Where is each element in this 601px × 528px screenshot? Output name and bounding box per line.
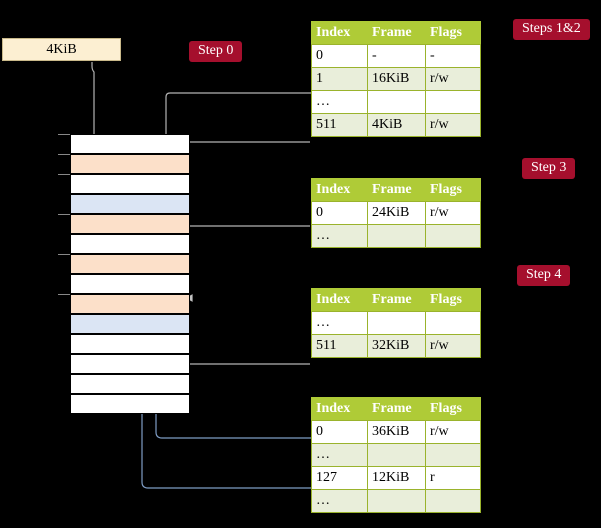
cell-frame: 24KiB [367, 201, 426, 225]
cell-index: 0 [311, 44, 368, 68]
cell-flags [425, 489, 481, 513]
cell-flags [425, 224, 481, 248]
table-header-row: Index Frame Flags [311, 397, 481, 421]
memory-frame [70, 234, 190, 254]
address-tick [58, 294, 70, 295]
table-header-row: Index Frame Flags [311, 288, 481, 312]
cell-frame: 36KiB [367, 420, 426, 444]
cell-flags [425, 443, 481, 467]
cell-flags: r/w [425, 201, 481, 225]
memory-frame [70, 214, 190, 234]
cell-flags [425, 311, 481, 335]
address-tick [58, 154, 70, 155]
column-header-flags: Flags [425, 288, 481, 312]
table-row: 511 32KiB r/w [311, 334, 481, 358]
cell-index: 1 [311, 67, 368, 91]
column-header-index: Index [311, 21, 368, 45]
cell-flags: r/w [425, 67, 481, 91]
column-header-index: Index [311, 178, 368, 202]
badge-step-4-label: Step 4 [526, 267, 562, 282]
source-frame-label: 4KiB [46, 41, 77, 57]
cell-frame: 32KiB [367, 334, 426, 358]
cell-index: 0 [311, 201, 368, 225]
cell-flags [425, 90, 481, 114]
address-tick [58, 214, 70, 215]
column-header-frame: Frame [367, 288, 426, 312]
cell-frame [367, 311, 426, 335]
cell-frame [367, 224, 426, 248]
memory-frame [70, 194, 190, 214]
cell-index: … [311, 224, 368, 248]
memory-frame [70, 154, 190, 174]
source-frame-box: 4KiB [2, 38, 121, 61]
badge-steps-1-2: Steps 1&2 [513, 19, 590, 40]
table-row: … [311, 443, 481, 467]
cell-index: 511 [311, 334, 368, 358]
page-table-level-1: Index Frame Flags 0 24KiB r/w … [311, 178, 481, 248]
cell-frame: - [367, 44, 426, 68]
memory-frame [70, 274, 190, 294]
badge-step-4: Step 4 [517, 265, 571, 286]
table-row: 0 - - [311, 44, 481, 68]
cell-frame [367, 489, 426, 513]
badge-step-3: Step 3 [522, 158, 576, 179]
memory-frame [70, 334, 190, 354]
memory-frame [70, 294, 190, 314]
cell-flags: r [425, 466, 481, 490]
table-row: 1 16KiB r/w [311, 67, 481, 91]
page-table-level-0: Index Frame Flags 0 - - 1 16KiB r/w … [311, 21, 481, 137]
badge-step-0-label: Step 0 [198, 43, 234, 58]
memory-frame [70, 254, 190, 274]
memory-frame [70, 374, 190, 394]
table-row: 0 24KiB r/w [311, 201, 481, 225]
column-header-flags: Flags [425, 397, 481, 421]
badge-step-3-label: Step 3 [531, 160, 567, 175]
cell-frame: 16KiB [367, 67, 426, 91]
memory-frame [70, 314, 190, 334]
badge-steps-1-2-label: Steps 1&2 [522, 21, 581, 36]
cell-index: 127 [311, 466, 368, 490]
column-header-index: Index [311, 397, 368, 421]
table-row: 511 4KiB r/w [311, 113, 481, 137]
cell-frame [367, 90, 426, 114]
table-row: … [311, 90, 481, 114]
cell-flags: r/w [425, 420, 481, 444]
badge-step-0: Step 0 [189, 41, 243, 62]
cell-index: 0 [311, 420, 368, 444]
address-tick [58, 134, 70, 135]
cell-flags: r/w [425, 334, 481, 358]
cell-index: … [311, 90, 368, 114]
table-row: 127 12KiB r [311, 466, 481, 490]
table-row: … [311, 224, 481, 248]
address-tick [58, 174, 70, 175]
column-header-frame: Frame [367, 21, 426, 45]
page-table-level-3: Index Frame Flags 0 36KiB r/w … 127 12Ki… [311, 397, 481, 513]
table-row: … [311, 311, 481, 335]
address-tick [58, 254, 70, 255]
column-header-index: Index [311, 288, 368, 312]
table-row: 0 36KiB r/w [311, 420, 481, 444]
column-header-flags: Flags [425, 178, 481, 202]
physical-memory-column [70, 134, 190, 414]
cell-flags: r/w [425, 113, 481, 137]
cell-frame: 4KiB [367, 113, 426, 137]
cell-flags: - [425, 44, 481, 68]
cell-index: … [311, 311, 368, 335]
memory-frame [70, 174, 190, 194]
cell-index: … [311, 489, 368, 513]
table-header-row: Index Frame Flags [311, 21, 481, 45]
column-header-frame: Frame [367, 178, 426, 202]
column-header-flags: Flags [425, 21, 481, 45]
page-table-level-2: Index Frame Flags … 511 32KiB r/w [311, 288, 481, 358]
memory-frame [70, 354, 190, 374]
table-header-row: Index Frame Flags [311, 178, 481, 202]
memory-frame [70, 394, 190, 414]
cell-frame: 12KiB [367, 466, 426, 490]
column-header-frame: Frame [367, 397, 426, 421]
table-row: … [311, 489, 481, 513]
memory-frame [70, 134, 190, 154]
cell-index: … [311, 443, 368, 467]
cell-index: 511 [311, 113, 368, 137]
cell-frame [367, 443, 426, 467]
